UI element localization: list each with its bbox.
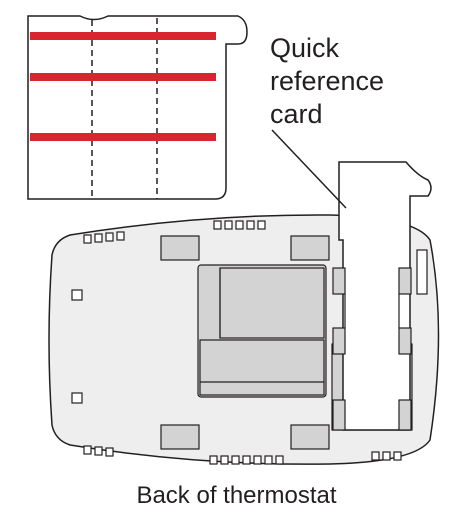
vent-slots (83, 220, 402, 465)
red-stripe-1 (30, 32, 216, 40)
callout-leader-line (271, 129, 347, 209)
callout-label: Quick reference card (270, 32, 460, 131)
diagram-caption: Back of thermostat (136, 482, 337, 509)
callout-line-2: reference (270, 66, 385, 96)
pocket-upper-panel (219, 267, 325, 339)
callout-line-1: Quick (270, 33, 340, 63)
card-pocket (197, 264, 327, 398)
reference-card-inserted (332, 161, 432, 431)
callout-line-3: card (270, 99, 323, 129)
red-stripe-2 (30, 73, 216, 81)
pad-top-left (160, 235, 200, 261)
card-clips (332, 267, 412, 431)
pad-bottom-right (290, 424, 330, 450)
mount-hole-upper (71, 289, 83, 301)
pad-bottom-left (160, 424, 200, 450)
right-edge-slot (416, 249, 428, 295)
mounting-pads (160, 235, 330, 450)
mount-hole-lower (71, 392, 83, 404)
card-red-stripes (30, 32, 216, 141)
pad-top-right (290, 235, 330, 261)
inserted-card-outline (338, 161, 432, 431)
red-stripe-3 (30, 133, 216, 141)
pocket-lower-panel (199, 339, 325, 396)
card-outline (27, 15, 248, 200)
reference-card-unfolded (27, 15, 248, 200)
